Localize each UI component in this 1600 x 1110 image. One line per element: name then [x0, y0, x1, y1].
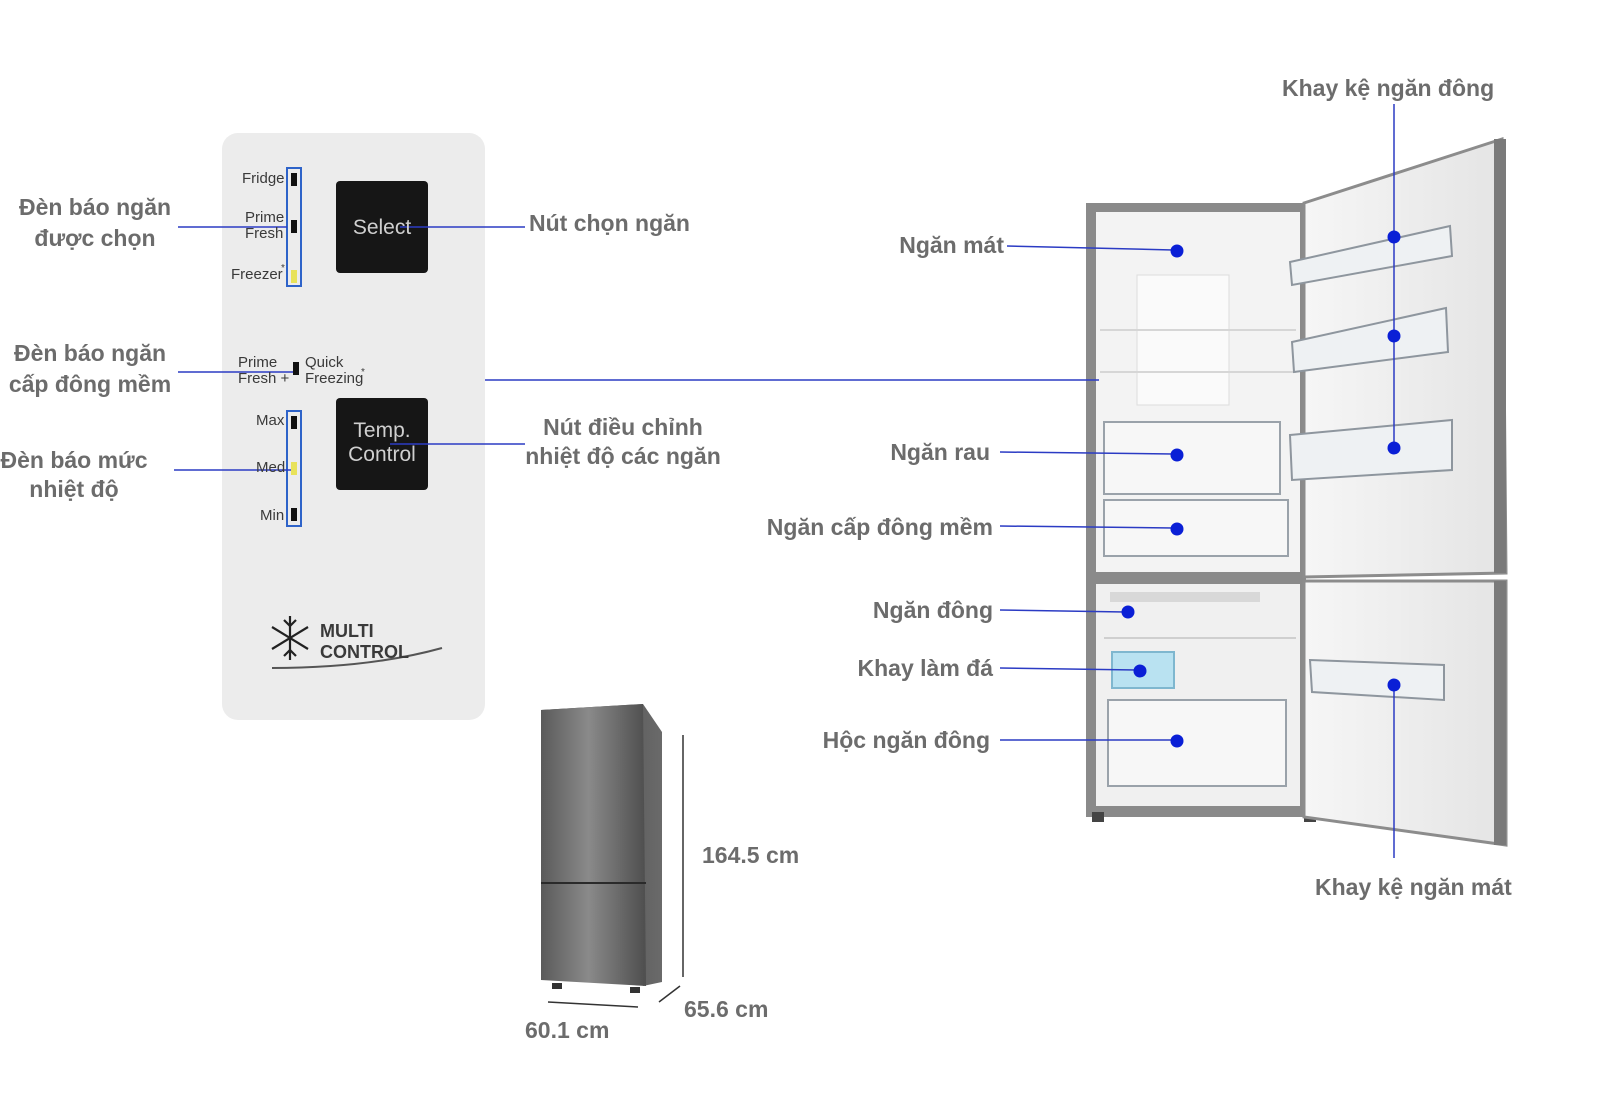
min-label: Min — [260, 507, 284, 524]
marker-soft-freeze — [1170, 522, 1184, 536]
temp-button-label-2: Control — [348, 443, 416, 466]
callout-temperature-indicator-line1: Đèn báo mức — [0, 447, 148, 473]
freezer-led — [291, 270, 297, 283]
leader-freezer — [999, 609, 1126, 613]
callout-temperature-indicator-line2: nhiệt độ — [29, 476, 119, 502]
marker-door-shelf-3 — [1387, 441, 1401, 455]
callout-soft-freeze-indicator: Đèn báo ngăn cấp đông mềm — [0, 338, 180, 400]
leader-fridge-compartment — [1006, 245, 1174, 251]
max-led — [291, 416, 297, 429]
marker-door-shelf-1 — [1387, 230, 1401, 244]
marker-vegetable-drawer — [1170, 448, 1184, 462]
leader-soft-freeze — [999, 525, 1174, 529]
med-led — [291, 462, 297, 475]
callout-compartment-indicator-line1: Đèn báo ngăn — [18, 194, 172, 220]
callout-soft-freeze-indicator-line2: cấp đông mềm — [8, 371, 172, 397]
callout-select-button: Nút chọn ngăn — [529, 210, 690, 236]
soft-freeze-led — [293, 362, 299, 375]
snowflake-icon — [271, 616, 309, 660]
prime-fresh-label-1: Prime — [245, 209, 284, 226]
callout-compartment-indicator: Đèn báo ngăn được chọn — [0, 192, 190, 254]
callout-fridge-compartment: Ngăn mát — [899, 232, 1004, 258]
max-label: Max — [256, 412, 285, 429]
quick-label-2: Freezing — [305, 370, 363, 387]
marker-door-shelf-2 — [1387, 329, 1401, 343]
select-button[interactable] — [336, 181, 428, 273]
pf-plus-label-1: Prime — [238, 354, 277, 371]
width-dimension-line — [547, 1001, 639, 1008]
callout-temperature-indicator: Đèn báo mức nhiệt độ — [0, 446, 148, 504]
marker-ice-tray — [1133, 664, 1147, 678]
prime-fresh-led — [291, 220, 297, 233]
brand-line-2: CONTROL — [320, 642, 409, 662]
callout-freezer-door-shelf: Khay kệ ngăn đông — [1282, 75, 1495, 101]
brand-line-1: MULTI — [320, 621, 374, 641]
med-label: Med — [256, 459, 285, 476]
control-panel — [222, 133, 485, 720]
marker-freezer-drawer — [1170, 734, 1184, 748]
door-shelf-3 — [1288, 418, 1453, 482]
callout-temp-button-line1: Nút điều chỉnh — [543, 414, 703, 440]
callout-temp-button: Nút điều chỉnh nhiệt độ các ngăn — [520, 413, 726, 471]
vegetable-drawer — [1103, 421, 1281, 495]
panel-texts: Fridge Prime Fresh Freezer * Prime Fresh… — [231, 170, 416, 662]
callout-vegetable-drawer: Ngăn rau — [890, 439, 990, 465]
quick-asterisk: * — [361, 367, 365, 378]
fridge-led — [291, 173, 297, 186]
leader-lines — [174, 104, 1395, 858]
callout-temp-button-line2: nhiệt độ các ngăn — [525, 443, 721, 469]
marker-lower-door-shelf — [1387, 678, 1401, 692]
callout-freezer-drawer: Hộc ngăn đông — [822, 727, 990, 753]
marker-freezer — [1121, 605, 1135, 619]
leader-vegetable-drawer — [999, 451, 1174, 455]
open-fridge-illustration — [1086, 136, 1508, 847]
callout-freezer-compartment: Ngăn đông — [872, 597, 993, 623]
callout-soft-freeze-compartment: Ngăn cấp đông mềm — [766, 514, 993, 540]
lower-door-shelf — [1308, 658, 1445, 702]
leader-ice-tray — [999, 667, 1138, 671]
freezer-asterisk: * — [281, 263, 285, 274]
min-led — [291, 508, 297, 521]
temp-button-label-1: Temp. — [353, 419, 410, 442]
temp-control-button[interactable] — [336, 398, 428, 490]
marker-dots — [1121, 230, 1401, 748]
callout-compartment-indicator-line2: được chọn — [34, 225, 156, 251]
dimension-width: 60.1 cm — [525, 1017, 610, 1043]
callout-ice-tray: Khay làm đá — [857, 655, 994, 681]
pf-plus-label-2: Fresh + — [238, 370, 290, 387]
fridge-indicator-label: Fridge — [242, 170, 285, 187]
brand-swoosh — [271, 647, 443, 669]
dimension-height: 164.5 cm — [702, 842, 800, 868]
quick-label-1: Quick — [305, 354, 344, 371]
freezer-drawer — [1107, 699, 1287, 787]
depth-dimension-line — [658, 985, 681, 1003]
dimension-depth: 65.6 cm — [684, 996, 769, 1022]
select-button-label: Select — [353, 216, 412, 239]
fridge-dimension-illustration — [541, 704, 684, 1008]
prime-fresh-label-2: Fresh — [245, 225, 283, 242]
marker-fridge-compartment — [1170, 244, 1184, 258]
freezer-indicator-label: Freezer — [231, 266, 283, 283]
callout-fridge-door-shelf: Khay kệ ngăn mát — [1315, 874, 1512, 900]
temperature-indicator-bracket — [286, 410, 302, 527]
callout-soft-freeze-indicator-line1: Đèn báo ngăn — [13, 340, 167, 366]
lower-door — [1302, 579, 1508, 847]
fridge-front — [541, 704, 646, 986]
